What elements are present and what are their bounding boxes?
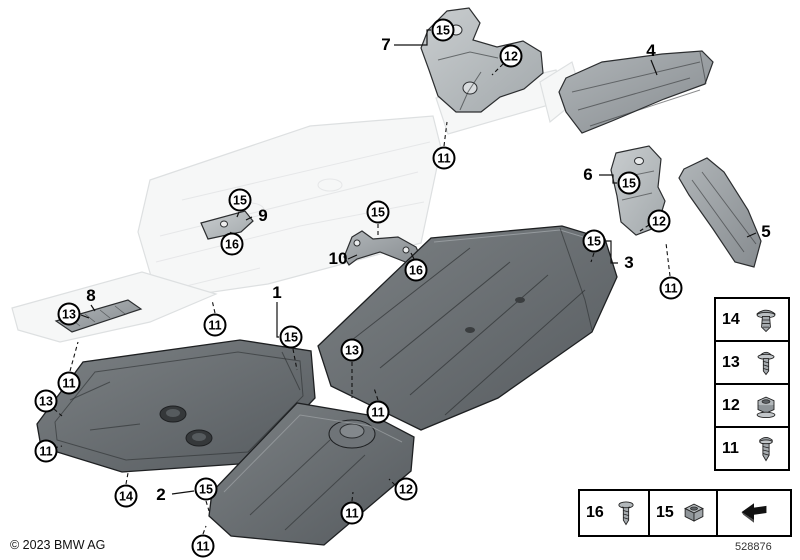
- legend-number: 13: [722, 353, 740, 371]
- fastener-legend-row: 16 15: [578, 489, 792, 537]
- legend-item-12[interactable]: 12: [714, 383, 790, 428]
- part-5-drawing[interactable]: [678, 157, 762, 268]
- part-callout-3[interactable]: 3: [624, 253, 634, 272]
- fastener-callout-15[interactable]: 15: [617, 171, 641, 195]
- tapping-screw-icon: [618, 501, 634, 526]
- fastener-callout-12[interactable]: 12: [499, 44, 523, 68]
- fastener-callout-15[interactable]: 15: [228, 188, 252, 212]
- fastener-callout-11[interactable]: 11: [659, 276, 683, 300]
- fastener-callout-14[interactable]: 14: [114, 484, 138, 508]
- part-callout-9[interactable]: 9: [258, 206, 268, 225]
- part-10-drawing[interactable]: [343, 230, 422, 266]
- expanding-rivet-icon: [756, 309, 776, 332]
- fastener-callout-16[interactable]: 16: [404, 258, 428, 282]
- fastener-callout-16[interactable]: 16: [220, 232, 244, 256]
- direction-arrow-icon: [741, 503, 767, 523]
- dashed-leader-lines: [53, 63, 671, 535]
- fastener-callout-11[interactable]: 11: [191, 534, 215, 558]
- part-1-drawing[interactable]: [36, 339, 316, 473]
- copyright-text: © 2023 BMW AG: [10, 538, 106, 552]
- fastener-callout-11[interactable]: 11: [203, 313, 227, 337]
- fastener-callout-15[interactable]: 15: [582, 229, 606, 253]
- part-callout-7[interactable]: 7: [381, 35, 391, 54]
- part-callout-1[interactable]: 1: [272, 283, 282, 302]
- legend-number: 14: [722, 310, 740, 328]
- legend-item-13[interactable]: 13: [714, 340, 790, 385]
- fastener-callout-11[interactable]: 11: [34, 439, 58, 463]
- part-callout-4[interactable]: 4: [646, 41, 656, 60]
- fastener-callout-11[interactable]: 11: [366, 400, 390, 424]
- part-callout-10[interactable]: 10: [328, 249, 348, 268]
- diagram-number: 528876: [735, 541, 772, 553]
- part-callout-2[interactable]: 2: [156, 485, 166, 504]
- fastener-callout-15[interactable]: 15: [366, 200, 390, 224]
- part-3-drawing[interactable]: [317, 225, 618, 431]
- fastener-callout-15[interactable]: 15: [431, 18, 455, 42]
- cage-nut-icon: [684, 503, 704, 522]
- hex-nut-icon: [756, 396, 776, 418]
- legend-number: 12: [722, 396, 740, 414]
- legend-item-14[interactable]: 14: [714, 297, 790, 342]
- fastener-callout-13[interactable]: 13: [34, 389, 58, 413]
- fastener-callout-11[interactable]: 11: [340, 501, 364, 525]
- legend-number: 15: [656, 504, 674, 521]
- fastener-callout-13[interactable]: 13: [57, 302, 81, 326]
- legend-number: 16: [586, 504, 604, 521]
- part-callout-5[interactable]: 5: [761, 222, 771, 241]
- fastener-callout-12[interactable]: 12: [647, 209, 671, 233]
- legend-item-16[interactable]: 16: [578, 489, 650, 537]
- fastener-legend-column: 14 13 12: [714, 297, 790, 471]
- part-9-drawing[interactable]: [200, 210, 254, 240]
- fastener-callout-12[interactable]: 12: [394, 477, 418, 501]
- screw-icon: [759, 436, 773, 461]
- legend-number: 11: [722, 439, 739, 457]
- legend-item-11[interactable]: 11: [714, 426, 790, 471]
- part-callout-6[interactable]: 6: [583, 165, 593, 184]
- fastener-callout-15[interactable]: 15: [279, 325, 303, 349]
- part-4-drawing[interactable]: [558, 50, 714, 134]
- part-callout-8[interactable]: 8: [86, 286, 96, 305]
- fastener-callout-11[interactable]: 11: [432, 146, 456, 170]
- flange-screw-icon: [757, 351, 775, 375]
- fastener-callout-15[interactable]: 15: [194, 477, 218, 501]
- fastener-callout-13[interactable]: 13: [340, 338, 364, 362]
- legend-item-arrow[interactable]: [716, 489, 792, 537]
- legend-item-15[interactable]: 15: [648, 489, 718, 537]
- fastener-callout-11[interactable]: 11: [57, 371, 81, 395]
